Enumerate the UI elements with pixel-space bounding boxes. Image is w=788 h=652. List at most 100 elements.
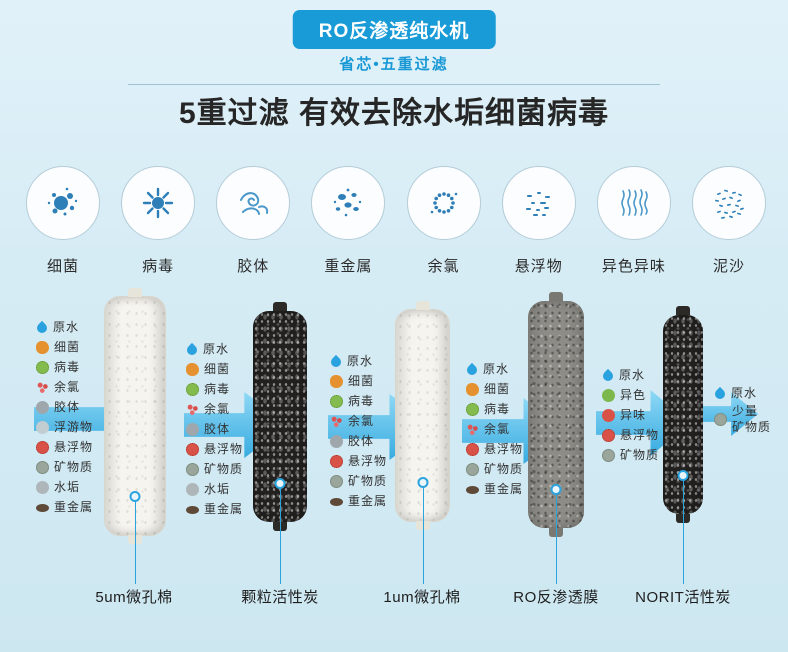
contaminant-item: 异味 bbox=[602, 406, 659, 425]
contaminant-item: 病毒 bbox=[36, 358, 93, 377]
virus-icon bbox=[330, 395, 343, 408]
hazard-label: 病毒 bbox=[142, 258, 175, 275]
filter-label: NORIT活性炭 bbox=[635, 589, 731, 606]
water-drop-icon bbox=[34, 320, 50, 335]
contaminant-label: 异味 bbox=[620, 407, 647, 422]
filter-cartridge bbox=[104, 296, 166, 584]
contaminant-label: 矿物质 bbox=[620, 447, 660, 462]
virus-icon bbox=[36, 361, 49, 374]
contaminant-label: 胶体 bbox=[348, 433, 375, 448]
suspended-specks-icon bbox=[501, 166, 576, 240]
suspended-icon bbox=[466, 443, 479, 456]
water-drop-icon bbox=[184, 342, 200, 357]
contaminant-label: 细菌 bbox=[348, 373, 375, 388]
filter-cartridge bbox=[663, 315, 703, 584]
contaminant-label: 原水 bbox=[731, 385, 758, 400]
contaminant-item: 重金属 bbox=[36, 498, 93, 517]
contaminant-item: 原水 bbox=[600, 366, 659, 385]
water-drop-icon bbox=[600, 368, 616, 383]
contaminant-label: 异色 bbox=[620, 387, 647, 402]
heavy-metal-icon bbox=[186, 506, 199, 514]
mineral-icon bbox=[186, 463, 199, 476]
heavy-metal-specks-icon bbox=[311, 166, 386, 240]
water-drop-icon bbox=[712, 386, 728, 401]
contaminant-item: 胶体 bbox=[330, 432, 387, 451]
water-drop-icon bbox=[328, 354, 344, 369]
filter-cartridge bbox=[528, 301, 584, 584]
contaminant-item: 重金属 bbox=[186, 500, 243, 519]
contaminant-item: 余氯 bbox=[466, 420, 523, 439]
contaminant-item: 原水 bbox=[328, 352, 387, 371]
bacteria-icon bbox=[36, 341, 49, 354]
contaminant-item: 浮游物 bbox=[36, 418, 93, 437]
cartridge-body bbox=[104, 296, 166, 536]
filter-label: 5um微孔棉 bbox=[95, 589, 173, 606]
contaminant-label: 悬浮物 bbox=[204, 441, 244, 456]
contaminant-label: 细菌 bbox=[204, 361, 231, 376]
contaminant-item: 悬浮物 bbox=[466, 440, 523, 459]
contaminant-item: 矿物质 bbox=[466, 460, 523, 479]
contaminant-item: 原水 bbox=[34, 318, 93, 337]
contaminant-label: 悬浮物 bbox=[54, 439, 94, 454]
contaminant-item: 悬浮物 bbox=[36, 438, 93, 457]
contaminant-label: 余氯 bbox=[54, 379, 81, 394]
contaminant-label: 细菌 bbox=[54, 339, 81, 354]
colloid-icon bbox=[330, 435, 343, 448]
heavy-metal-icon bbox=[36, 504, 49, 512]
bacteria-icon bbox=[466, 383, 479, 396]
hazard-item: 细菌 bbox=[26, 166, 100, 276]
contaminant-label: 水垢 bbox=[54, 479, 81, 494]
hazard-item: 病毒 bbox=[121, 166, 196, 276]
hazard-item: 余氯 bbox=[406, 166, 481, 276]
contaminant-label: 原水 bbox=[483, 361, 510, 376]
cartridge-body bbox=[395, 309, 450, 522]
chlorine-dots-icon bbox=[406, 166, 481, 240]
contaminant-item: 悬浮物 bbox=[186, 440, 243, 459]
suspended-icon bbox=[186, 443, 199, 456]
scale-icon bbox=[186, 483, 199, 496]
colloid-swirl-icon bbox=[216, 166, 291, 240]
contaminant-item: 矿物质 bbox=[186, 460, 243, 479]
hazard-label: 悬浮物 bbox=[514, 258, 563, 275]
scale-icon bbox=[36, 481, 49, 494]
contaminant-label: 少量 矿物质 bbox=[732, 404, 772, 434]
contaminant-label: 悬浮物 bbox=[484, 441, 524, 456]
hazard-item: 重金属 bbox=[311, 166, 386, 276]
contaminant-item: 重金属 bbox=[466, 480, 523, 499]
bacteria-splat-icon bbox=[26, 166, 100, 240]
filter-label: 颗粒活性炭 bbox=[241, 589, 319, 606]
contaminant-item: 少量 矿物质 bbox=[714, 404, 772, 435]
filter-outlet-dot bbox=[677, 470, 689, 481]
contaminant-label: 原水 bbox=[203, 341, 230, 356]
hazard-label: 重金属 bbox=[324, 258, 373, 275]
filter-outlet-dot bbox=[417, 477, 428, 488]
virus-sun-icon bbox=[121, 166, 196, 240]
contaminant-label: 悬浮物 bbox=[348, 453, 388, 468]
contaminant-item: 胶体 bbox=[186, 420, 243, 439]
mineral-icon bbox=[36, 461, 49, 474]
contaminant-list: 原水少量 矿物质 bbox=[712, 384, 772, 435]
contaminant-item: 悬浮物 bbox=[602, 426, 659, 445]
chlorine-icon bbox=[466, 423, 479, 436]
bacteria-icon bbox=[330, 375, 343, 388]
contaminant-label: 水垢 bbox=[204, 481, 231, 496]
filter-cartridge bbox=[253, 311, 307, 584]
contaminant-label: 矿物质 bbox=[348, 473, 388, 488]
contaminant-item: 异色 bbox=[602, 386, 659, 405]
contaminant-item: 矿物质 bbox=[602, 446, 659, 465]
filter-outlet-dot bbox=[274, 478, 286, 489]
colloid-icon bbox=[186, 423, 199, 436]
contaminant-item: 原水 bbox=[712, 384, 772, 403]
suspended-icon bbox=[330, 455, 343, 468]
cartridge-body bbox=[663, 315, 703, 514]
contaminant-label: 悬浮物 bbox=[620, 427, 660, 442]
mineral-icon bbox=[602, 449, 615, 462]
contaminant-item: 重金属 bbox=[330, 492, 387, 511]
mineral-icon bbox=[330, 475, 343, 488]
contaminant-item: 水垢 bbox=[186, 480, 243, 499]
contaminant-item: 原水 bbox=[184, 340, 243, 359]
contaminant-label: 病毒 bbox=[348, 393, 375, 408]
hazard-label: 泥沙 bbox=[712, 258, 745, 275]
